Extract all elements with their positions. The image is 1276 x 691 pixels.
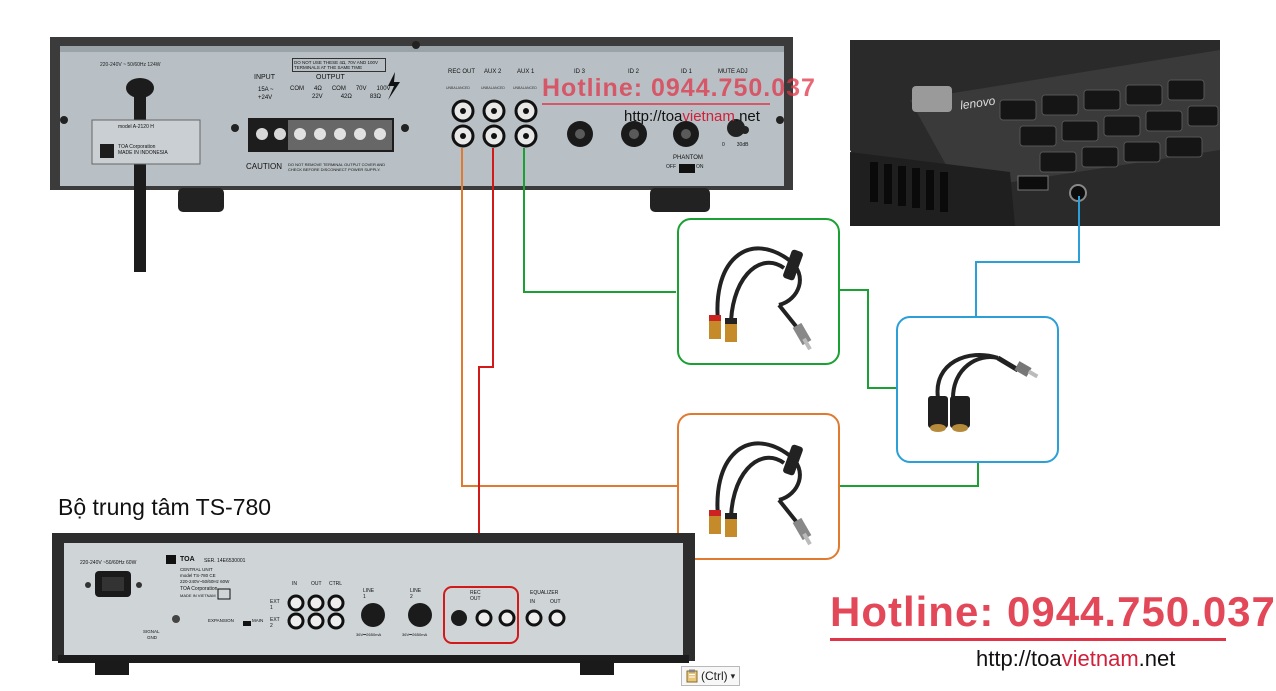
- cu-maker: TOA Corporation: [180, 586, 218, 592]
- cu-power-label: 220-240V ~50/60Hz 60W: [80, 560, 137, 566]
- watermark-url-large-post: .net: [1138, 646, 1176, 671]
- amp-input-value-1: 15A ~: [258, 87, 274, 93]
- cu-equalizer-label: EQUALIZER: [530, 590, 559, 596]
- cable-box-green: [677, 218, 840, 365]
- cu-line1-sub: 36V⎓2650mA: [356, 632, 382, 637]
- cu-serial: SER. 14E6530001: [204, 558, 246, 564]
- amp-input-label: INPUT: [254, 74, 275, 81]
- watermark-url-small-post: .net: [734, 108, 760, 125]
- amp-jack-sub-2: UNBALANCED: [481, 86, 505, 90]
- amp-phantom-off: OFF: [666, 164, 676, 170]
- cu-rec-out-label: REC OUT: [470, 590, 481, 602]
- central-unit-rear-panel: [0, 525, 700, 686]
- watermark-url-small-pre: http://toa: [624, 108, 683, 125]
- paste-options-label: (Ctrl): [701, 669, 728, 683]
- line-rec-out-orange: [461, 148, 677, 487]
- cu-line2-sub: 36V⎓2650mA: [402, 632, 428, 637]
- watermark-hotline-small: Hotline: 0944.750.037: [542, 74, 816, 102]
- amp-jack-rec-out: REC OUT: [448, 69, 475, 75]
- amp-terminal-100v: 100V: [376, 86, 391, 92]
- watermark-url-small-red: vietnam: [682, 108, 735, 125]
- rca-to-35mm-cable-icon: [709, 246, 812, 351]
- amp-output-sub-1: 22V: [312, 94, 323, 100]
- amp-jack-id2: ID 2: [628, 69, 640, 75]
- cu-eq-out: OUT: [550, 599, 561, 605]
- watermark-url-small: http://toavietnam.net: [624, 108, 760, 125]
- cable-box-orange: [677, 413, 840, 560]
- line-aux2-red: [478, 148, 494, 590]
- watermark-underline-large: [830, 638, 1226, 641]
- cu-signal: SIGNAL: [143, 629, 160, 634]
- amp-input-value-2: +24V: [258, 95, 273, 101]
- cu-brand: TOA: [180, 556, 195, 563]
- amp-warning-label: DO NOT USE THESE 4Ω, 70V AND 100V TERMIN…: [292, 58, 386, 72]
- cu-model: model TS-780 CE: [180, 573, 216, 578]
- cu-unit-name: CENTRAL UNIT: [180, 567, 213, 572]
- amp-terminal-com1: COM: [290, 86, 304, 92]
- svg-text:220-240V ~ 50/60Hz 124W: 220-240V ~ 50/60Hz 124W: [100, 62, 161, 68]
- amp-mute-scale-max: 30dB: [736, 142, 749, 148]
- cu-ext1-label: EXT 1: [270, 599, 280, 611]
- amp-phantom-on: ON: [696, 164, 704, 170]
- amplifier-rear-panel: 220-240V ~ 50/60Hz 124W: [0, 0, 800, 275]
- amp-output-sub-3: 83Ω: [369, 94, 382, 100]
- amp-output-terminals: COM 4Ω COM 70V 100V: [290, 86, 391, 92]
- amp-jack-sub-3: UNBALANCED: [513, 86, 537, 90]
- line-green-bottom-to-splitter: [838, 460, 979, 487]
- laptop-image: [850, 40, 1220, 226]
- amp-phantom-switch-labels: OFF ON: [666, 164, 704, 170]
- watermark-url-large: http://toavietnam.net: [976, 646, 1175, 672]
- line-green-top-to-splitter: [838, 289, 896, 389]
- audio-splitter-icon: [928, 352, 1039, 432]
- rca-to-35mm-cable-icon: [709, 441, 812, 546]
- cu-main: MAIN: [252, 618, 264, 623]
- amp-terminal-com2: COM: [331, 86, 346, 92]
- amp-mute-scale: 0 30dB: [722, 142, 748, 148]
- cu-eq-in: IN: [530, 599, 535, 605]
- amp-output-label: OUTPUT: [316, 74, 345, 81]
- line-aux1-green: [523, 148, 676, 293]
- watermark-hotline-large: Hotline: 0944.750.037: [830, 588, 1276, 635]
- amp-jack-mute-adj: MUTE ADJ: [718, 69, 748, 75]
- amp-jack-aux2: AUX 2: [484, 69, 502, 75]
- amp-maker: TOA Corporation: [118, 144, 156, 150]
- amp-terminal-4ohm: 4Ω: [314, 86, 322, 92]
- cable-box-splitter: [896, 316, 1059, 463]
- amp-caution-label: CAUTION: [246, 162, 282, 171]
- amp-jack-sub-1: UNBALANCED: [446, 86, 470, 90]
- cu-line1-label: LINE 1: [363, 588, 375, 600]
- amp-made-in: MADE IN INDONESIA: [118, 150, 168, 156]
- amp-jack-id1: ID 1: [681, 69, 693, 75]
- amp-output-sub-2: 42Ω: [340, 94, 352, 100]
- amp-caution-text: DO NOT REMOVE TERMINAL OUTPUT COVER AND …: [288, 162, 386, 172]
- amp-terminal-70v: 70V: [355, 86, 367, 92]
- paste-options-button[interactable]: (Ctrl) ▾: [681, 666, 741, 686]
- amp-output-sub: 22V 42Ω 83Ω: [312, 94, 381, 100]
- cu-rating: 220-240V~50/60Hz 60W: [180, 579, 230, 584]
- amp-phantom-label: PHANTOM: [673, 155, 703, 161]
- cu-made-in: MADE IN VIETNAM: [180, 593, 216, 598]
- clipboard-icon: [686, 669, 698, 683]
- cu-ext2-label: EXT 2: [270, 617, 280, 629]
- amp-mute-scale-min: 0: [722, 142, 725, 148]
- watermark-url-large-pre: http://toa: [976, 646, 1062, 671]
- amp-jack-id3: ID 3: [574, 69, 586, 75]
- watermark-underline-small: [542, 103, 770, 105]
- cu-line2-label: LINE 2: [410, 588, 422, 600]
- amp-model-plate: model A-2120 H TOA Corporation MADE IN I…: [118, 124, 168, 156]
- watermark-url-large-red: vietnam: [1061, 646, 1139, 671]
- central-unit-caption: Bộ trung tâm TS-780: [58, 494, 272, 520]
- cu-ext-col-ctrl: CTRL: [329, 581, 343, 587]
- cu-expansion: EXPANSION: [208, 618, 234, 623]
- cu-gnd: GND: [147, 635, 157, 640]
- amp-jack-aux1: AUX 1: [517, 69, 535, 75]
- cu-ext-col-out: OUT: [311, 581, 322, 587]
- cu-ext-col-in: IN: [292, 581, 297, 587]
- amp-model-text: model A-2120 H: [118, 124, 154, 130]
- connection-lines: [461, 148, 1080, 590]
- line-laptop-blue: [975, 196, 1080, 316]
- chevron-down-icon: ▾: [730, 670, 736, 681]
- amp-input-values: 15A ~ +24V: [258, 86, 274, 102]
- amp-phantom: PHANTOM OFF ON: [666, 155, 704, 170]
